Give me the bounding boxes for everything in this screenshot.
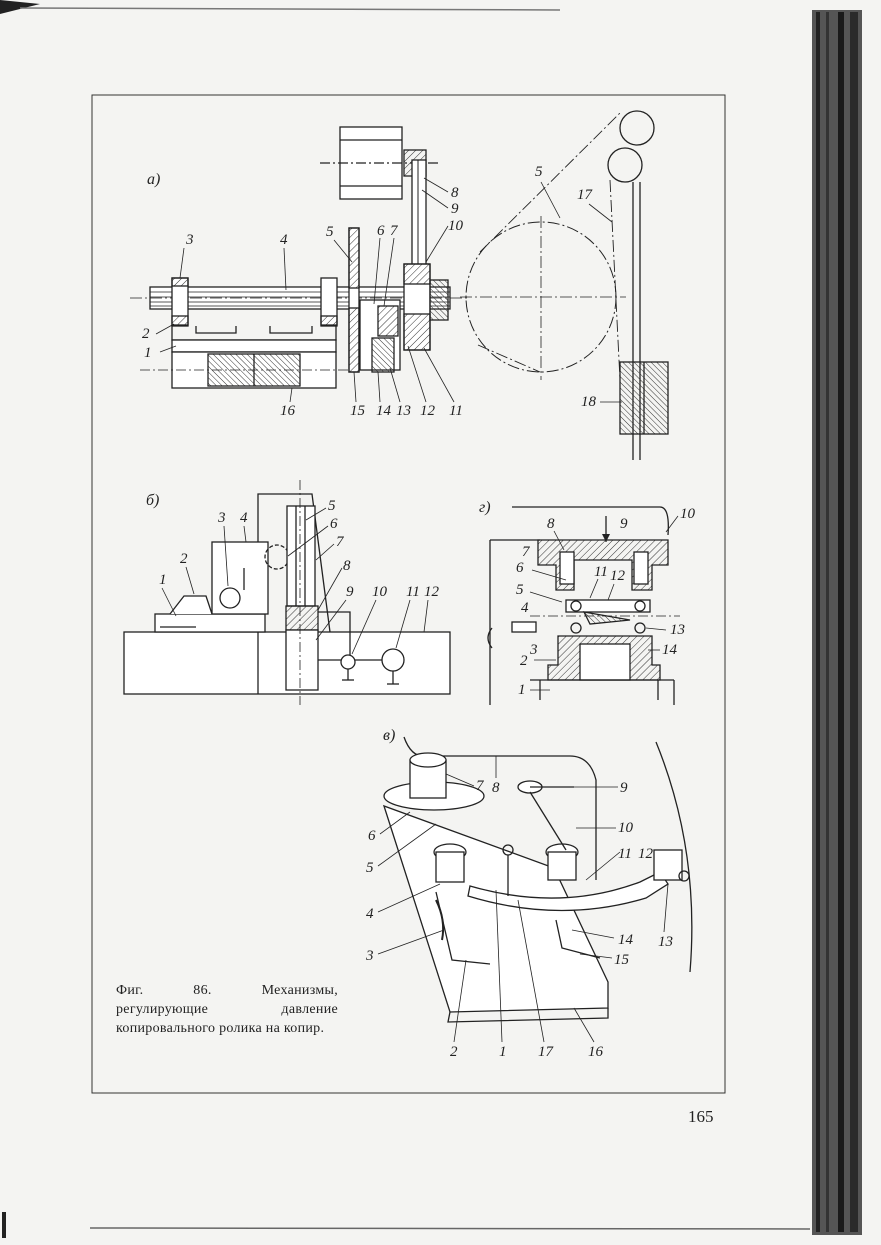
panel-b-label-8: 8 bbox=[343, 558, 351, 574]
panel-g: г) 1 2 3 4 5 6 7 8 9 10 bbox=[479, 499, 696, 705]
panel-a-label-7: 7 bbox=[390, 223, 399, 239]
panel-g-letter: г) bbox=[479, 499, 491, 516]
panel-v-label-17: 17 bbox=[538, 1044, 555, 1060]
panel-g-label-14: 14 bbox=[662, 642, 678, 658]
panel-g-label-7: 7 bbox=[522, 544, 531, 560]
panel-b-label-11: 11 bbox=[406, 584, 420, 600]
panel-a-label-1: 1 bbox=[144, 345, 152, 361]
panel-g-label-10: 10 bbox=[680, 506, 696, 522]
panel-b-letter: б) bbox=[146, 492, 159, 509]
panel-v-label-11: 11 bbox=[618, 846, 632, 862]
panel-a-label-6: 6 bbox=[377, 223, 385, 239]
panel-v-label-15: 15 bbox=[614, 952, 630, 968]
panel-b-label-6: 6 bbox=[330, 516, 338, 532]
panel-g-label-4: 4 bbox=[521, 600, 529, 616]
panel-v-label-4: 4 bbox=[366, 906, 374, 922]
panel-b-label-7: 7 bbox=[336, 534, 345, 550]
panel-a-label-2: 2 bbox=[142, 326, 150, 342]
panel-v-label-2: 2 bbox=[450, 1044, 458, 1060]
panel-a-label-13: 13 bbox=[396, 403, 411, 419]
panel-a-label-3: 3 bbox=[185, 232, 194, 248]
panel-v-letter: в) bbox=[383, 727, 395, 744]
panel-b-label-5: 5 bbox=[328, 498, 336, 514]
panel-a-label-4: 4 bbox=[280, 232, 288, 248]
panel-b-label-2: 2 bbox=[180, 551, 188, 567]
panel-v-label-3: 3 bbox=[365, 948, 374, 964]
panel-v-label-16: 16 bbox=[588, 1044, 604, 1060]
panel-g-label-6: 6 bbox=[516, 560, 524, 576]
panel-v-label-6: 6 bbox=[368, 828, 376, 844]
panel-a-label-11: 11 bbox=[449, 403, 463, 419]
panel-v-label-5: 5 bbox=[366, 860, 374, 876]
panel-a-label-18: 18 bbox=[581, 394, 597, 410]
panel-v-label-8: 8 bbox=[492, 780, 500, 796]
panel-a-label-5: 5 bbox=[326, 224, 334, 240]
panel-a-label-10: 10 bbox=[448, 218, 464, 234]
panel-v-label-14: 14 bbox=[618, 932, 634, 948]
panel-a-label-12: 12 bbox=[420, 403, 436, 419]
panel-b-label-1: 1 bbox=[159, 572, 167, 588]
panel-a-label-8: 8 bbox=[451, 185, 459, 201]
panel-b-label-9: 9 bbox=[346, 584, 354, 600]
panel-v: в) 1 2 3 4 5 6 7 bbox=[365, 727, 692, 1060]
panel-a-label-14: 14 bbox=[376, 403, 392, 419]
panel-v-label-13: 13 bbox=[658, 934, 673, 950]
panel-g-label-9: 9 bbox=[620, 516, 628, 532]
panel-g-label-11: 11 bbox=[594, 564, 608, 580]
panel-v-label-1: 1 bbox=[499, 1044, 507, 1060]
panel-a-label-17: 17 bbox=[577, 187, 594, 203]
page-number: 165 bbox=[688, 1107, 714, 1127]
panel-v-label-12: 12 bbox=[638, 846, 654, 862]
panel-a-label-9: 9 bbox=[451, 201, 459, 217]
panel-b-label-3: 3 bbox=[217, 510, 226, 526]
panel-v-label-7: 7 bbox=[476, 778, 485, 794]
panel-a-label-16: 16 bbox=[280, 403, 296, 419]
panel-v-label-10: 10 bbox=[618, 820, 634, 836]
figure-caption: Фиг. 86. Механизмы, регулирующие давлени… bbox=[116, 981, 338, 1038]
panel-g-label-3: 3 bbox=[529, 642, 538, 658]
panel-g-label-2: 2 bbox=[520, 653, 528, 669]
panel-a-label-5-right: 5 bbox=[535, 164, 543, 180]
panel-v-label-9: 9 bbox=[620, 780, 628, 796]
panel-b-label-10: 10 bbox=[372, 584, 388, 600]
panel-a: а) bbox=[130, 111, 668, 460]
panel-b-label-12: 12 bbox=[424, 584, 440, 600]
panel-g-label-8: 8 bbox=[547, 516, 555, 532]
panel-a-letter: а) bbox=[147, 171, 160, 188]
panel-g-label-13: 13 bbox=[670, 622, 685, 638]
panel-a-label-15: 15 bbox=[350, 403, 366, 419]
panel-b: б) 1 2 3 4 5 6 7 8 9 10 11 bbox=[124, 480, 450, 705]
panel-g-label-12: 12 bbox=[610, 568, 626, 584]
scan-edge bbox=[0, 0, 862, 1238]
panel-b-label-4: 4 bbox=[240, 510, 248, 526]
panel-g-label-5: 5 bbox=[516, 582, 524, 598]
panel-g-label-1: 1 bbox=[518, 682, 526, 698]
